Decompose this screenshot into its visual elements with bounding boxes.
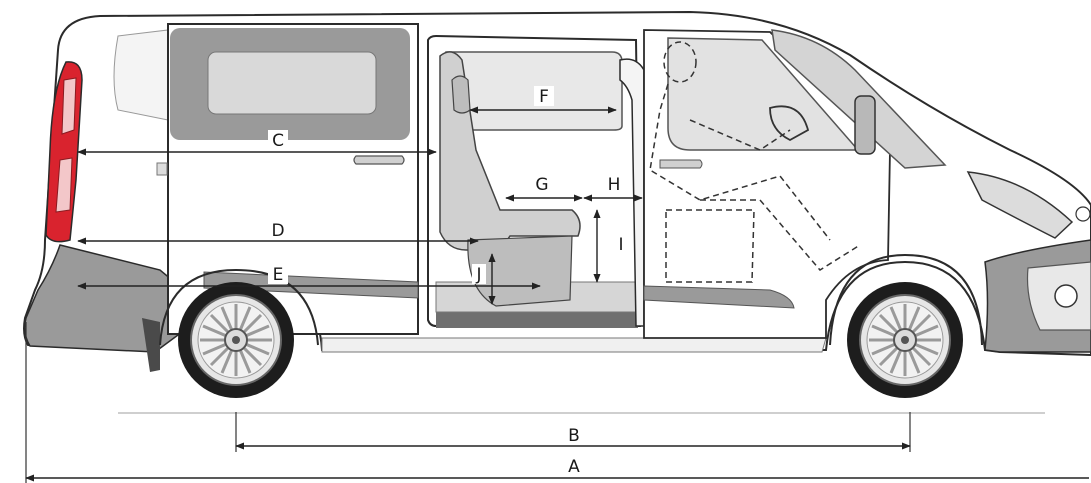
fog-light <box>1054 284 1078 308</box>
front-door-window <box>667 37 860 151</box>
label-h: H <box>608 175 621 195</box>
headlight <box>966 171 1074 239</box>
rear-wheel-arch <box>159 268 319 346</box>
rear-window-cover <box>113 29 169 121</box>
steering-wheel <box>769 105 810 142</box>
dimension-lines <box>25 106 1089 482</box>
front-door-handle <box>659 159 703 169</box>
tail-light-lens-top <box>61 77 77 135</box>
fuel-cap <box>156 162 168 176</box>
label-i: I <box>618 235 623 255</box>
sliding-door-window <box>207 51 377 115</box>
label-e: E <box>273 265 284 285</box>
front-wheel-arch <box>829 253 983 346</box>
driver-figure <box>649 41 861 283</box>
label-j: J <box>475 265 481 285</box>
tail-light-lens <box>55 157 73 213</box>
door-opening-floor <box>436 312 638 328</box>
front-badge <box>1075 206 1091 222</box>
rear-bumper <box>23 244 179 353</box>
front-door-trim <box>643 285 795 309</box>
label-c: C <box>272 131 284 151</box>
label-g: G <box>535 175 548 195</box>
label-d: D <box>271 221 284 241</box>
second-row-seat <box>439 51 581 251</box>
lower-sill <box>321 337 827 353</box>
seat-headrest <box>451 75 471 114</box>
rear-bumper-step <box>142 318 160 372</box>
front-wheel <box>845 280 965 400</box>
rear-wheel <box>176 280 296 400</box>
label-a: A <box>568 457 580 477</box>
b-pillar <box>619 58 645 327</box>
label-f: F <box>539 87 549 107</box>
label-b: B <box>568 426 580 446</box>
wing-mirror <box>854 95 876 155</box>
door-handle <box>353 155 405 165</box>
